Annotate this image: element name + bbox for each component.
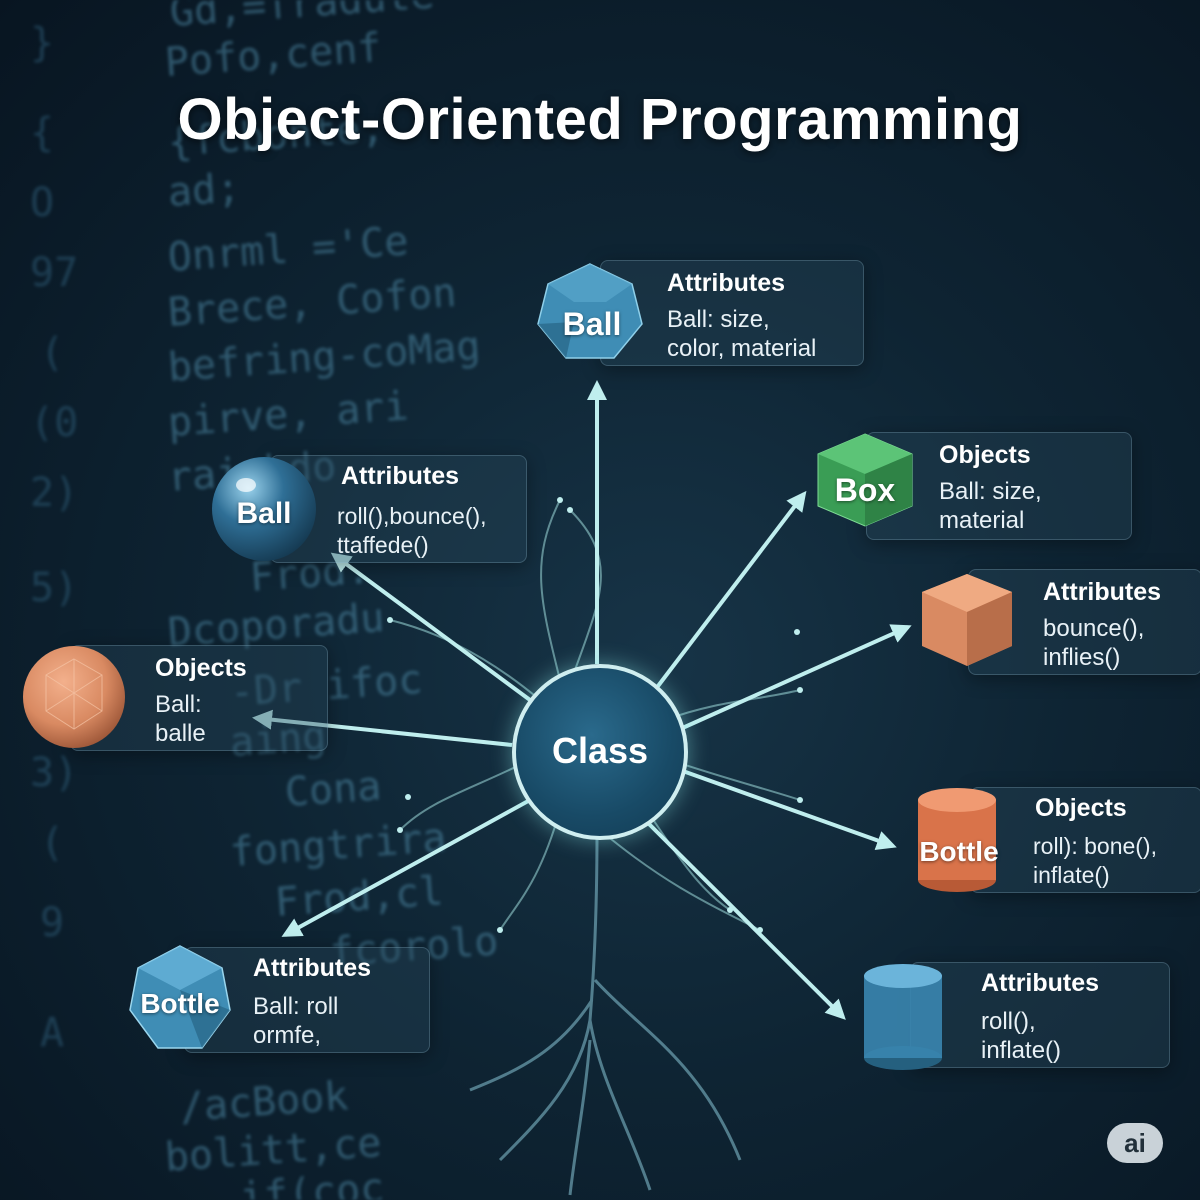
branch-dot (567, 507, 573, 513)
card-heading: Attributes (981, 969, 1100, 997)
code-background: Gd,=fradute Pofo,cenf {fcbonte, ad; Onrm… (30, 0, 500, 1200)
branch-dot (405, 794, 411, 800)
code-gutter-char: 97 (30, 250, 79, 296)
shape-label: Ball (562, 306, 622, 342)
cube-icon (817, 433, 913, 527)
branch-dot (397, 827, 403, 833)
arrow-to-ball-left (330, 552, 532, 702)
code-gutter-char: 9 (40, 900, 65, 946)
card-body: bounce(), inflies() (1043, 615, 1145, 671)
branch-line (599, 829, 761, 931)
card-body: Ball: roll ormfe, (253, 993, 339, 1049)
card-body: Ball: size, material (939, 478, 1042, 534)
branch-dot (797, 687, 803, 693)
code-gutter-char: ( (40, 330, 65, 376)
root-line (593, 978, 742, 1161)
cylinder-icon (864, 964, 942, 1070)
card-heading: Attributes (667, 269, 786, 297)
arrow-to-bottle-left (281, 798, 531, 937)
code-gutter-char: ( (40, 820, 65, 866)
card-heading: Attributes (253, 954, 372, 982)
page-title: Object-Oriented Programming (177, 87, 1023, 152)
branch-dot (497, 927, 503, 933)
card-heading: Objects (1035, 794, 1127, 822)
card-heading: Objects (939, 441, 1031, 469)
node-card: Objects roll): bone(), inflate() (970, 787, 1200, 893)
card-body: Ball: size, color, material (667, 306, 817, 362)
root-line (469, 999, 594, 1092)
ai-badge: ai (1107, 1123, 1163, 1163)
node-card: Attributes roll(), inflate() (910, 962, 1170, 1068)
branch-line (540, 499, 561, 681)
code-gutter-char: 5) (30, 565, 79, 611)
card-heading: Attributes (341, 462, 460, 490)
branch-dot (797, 797, 803, 803)
card-body: roll(),bounce(), ttaffede() (337, 503, 487, 558)
cylinder-icon (918, 788, 996, 892)
polyhedron-icon (23, 646, 125, 748)
arrow-to-orange-cube (677, 624, 912, 732)
shape-label: Box (834, 472, 896, 508)
code-gutter-char: { (30, 110, 55, 156)
code-gutter-char: (0 (30, 400, 79, 446)
code-gutter-char: 2) (30, 470, 79, 516)
code-gutter-char: O (30, 180, 55, 226)
branch-line (669, 759, 801, 801)
arrow-to-cylinder (643, 818, 846, 1020)
branch-line (569, 509, 602, 671)
branch-dot (794, 629, 800, 635)
card-heading: Attributes (1043, 578, 1162, 606)
card-body: roll): bone(), inflate() (1033, 833, 1157, 888)
cube-icon (922, 574, 1012, 666)
card-heading: Objects (155, 654, 247, 682)
class-node: Class (512, 664, 688, 840)
shape-label: Bottle (919, 836, 999, 867)
card-body: roll(), inflate() (981, 1008, 1062, 1064)
card-body: Ball: balle (155, 691, 206, 747)
shape-label: Bottle (140, 988, 220, 1019)
polyhedron-icon (537, 263, 643, 359)
sphere-icon (212, 457, 316, 561)
node-card: Objects Ball: size, material (866, 432, 1132, 540)
branch-dot (557, 497, 563, 503)
code-gutter-char: } (30, 20, 55, 66)
arrow-to-box (653, 490, 807, 692)
class-label: Class (551, 730, 649, 771)
branch-line (399, 759, 531, 831)
branch-line (499, 809, 561, 931)
root-line (568, 1039, 592, 1196)
shape-label: Ball (236, 497, 292, 530)
arrow-to-bottle-right (679, 768, 897, 851)
root-line (588, 1019, 652, 1191)
polyhedron-icon (129, 945, 231, 1049)
code-gutter-char: 3) (30, 750, 79, 796)
branch-dot (387, 617, 393, 623)
code-gutter-char: A (40, 1010, 65, 1056)
branch-line (389, 619, 541, 701)
arrow-to-orange-poly (252, 709, 513, 747)
